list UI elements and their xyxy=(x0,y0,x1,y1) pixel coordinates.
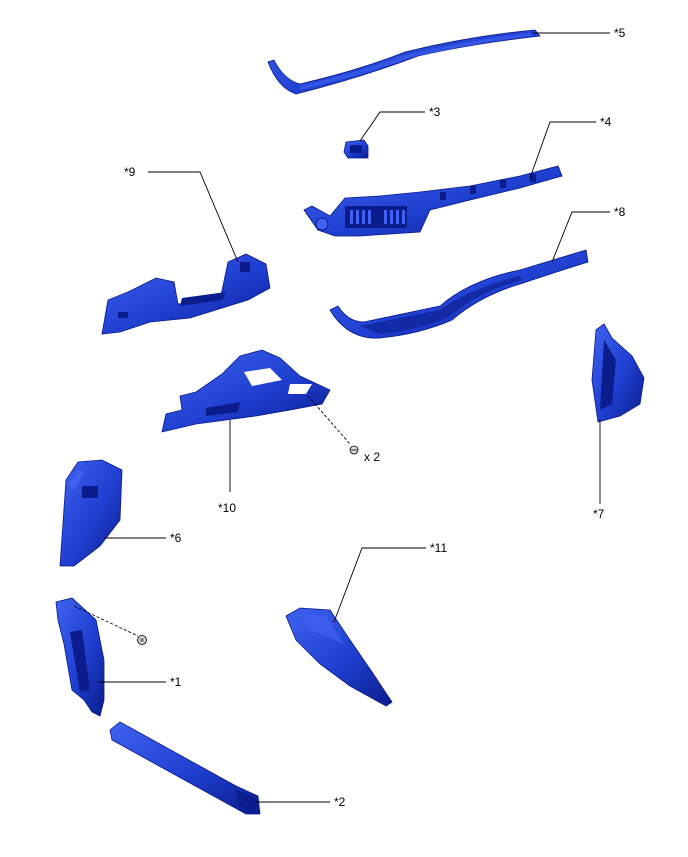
callout-10: *10 xyxy=(218,501,236,515)
callout-9: *9 xyxy=(124,165,136,179)
quantity-label: x 2 xyxy=(364,450,380,464)
part-11-console-cover xyxy=(285,607,393,707)
part-8-passenger-trim xyxy=(329,249,589,339)
callout-4: *4 xyxy=(600,115,612,129)
part-1-cowl-side-trim xyxy=(55,597,105,717)
part-6-knee-panel xyxy=(59,459,123,567)
screw-icon xyxy=(349,445,359,455)
part-5-upper-trim xyxy=(267,29,541,95)
part-3-switch xyxy=(343,139,369,159)
clip-install-line xyxy=(73,605,139,637)
part-7-side-panel xyxy=(591,323,645,423)
leader-11 xyxy=(333,547,426,623)
part-9-driver-lower-trim xyxy=(101,253,271,335)
callout-6: *6 xyxy=(170,531,182,545)
part-2-scuff-plate xyxy=(109,721,261,815)
callout-8: *8 xyxy=(614,205,626,219)
callout-1: *1 xyxy=(170,675,182,689)
leader-3 xyxy=(359,111,425,142)
callout-5: *5 xyxy=(614,26,626,40)
screw-install-line xyxy=(307,395,351,445)
part-4-center-register xyxy=(303,165,563,237)
callout-3: *3 xyxy=(429,105,441,119)
clip-icon xyxy=(137,635,147,645)
leader-4 xyxy=(529,121,596,179)
callout-7: *7 xyxy=(593,507,605,521)
callout-11: *11 xyxy=(430,541,447,555)
leader-9 xyxy=(148,171,239,263)
leader-8 xyxy=(551,211,610,263)
callout-2: *2 xyxy=(334,795,346,809)
part-10-center-lower-panel xyxy=(161,349,331,433)
